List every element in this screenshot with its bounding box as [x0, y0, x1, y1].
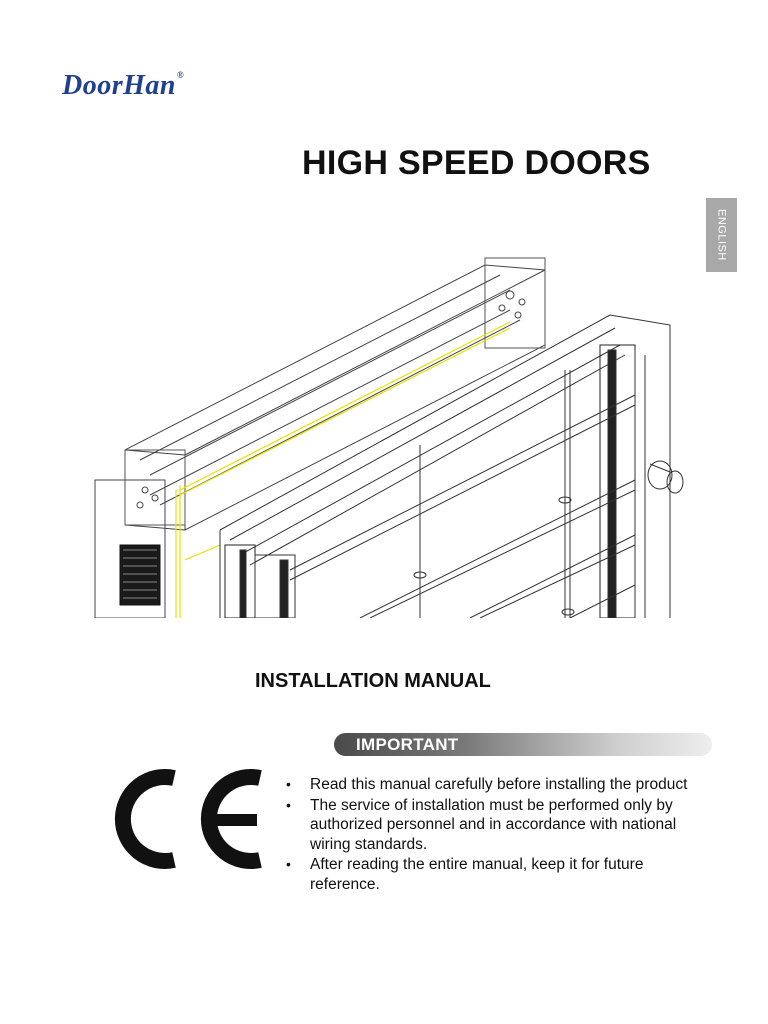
language-tab: ENGLISH — [706, 198, 737, 272]
manual-subtitle: INSTALLATION MANUAL — [255, 670, 491, 692]
important-banner: IMPORTANT — [334, 733, 712, 756]
motor — [94, 479, 166, 618]
door-illustration — [94, 257, 684, 618]
list-item: The service of installation must be perf… — [286, 796, 716, 855]
language-tab-label: ENGLISH — [715, 209, 728, 261]
important-label: IMPORTANT — [356, 735, 459, 754]
brand-name: DoorHan — [62, 70, 176, 101]
ce-mark-icon — [114, 769, 262, 869]
top-enclosure — [124, 257, 546, 531]
list-item: Read this manual carefully before instal… — [286, 775, 716, 795]
important-list: Read this manual carefully before instal… — [286, 775, 716, 895]
wiring — [175, 321, 511, 618]
registered-mark: ® — [176, 70, 185, 80]
brand-logo: DoorHan® — [62, 70, 184, 102]
door-frame — [219, 314, 684, 618]
list-item: After reading the entire manual, keep it… — [286, 855, 716, 894]
page-title: HIGH SPEED DOORS — [302, 144, 651, 182]
